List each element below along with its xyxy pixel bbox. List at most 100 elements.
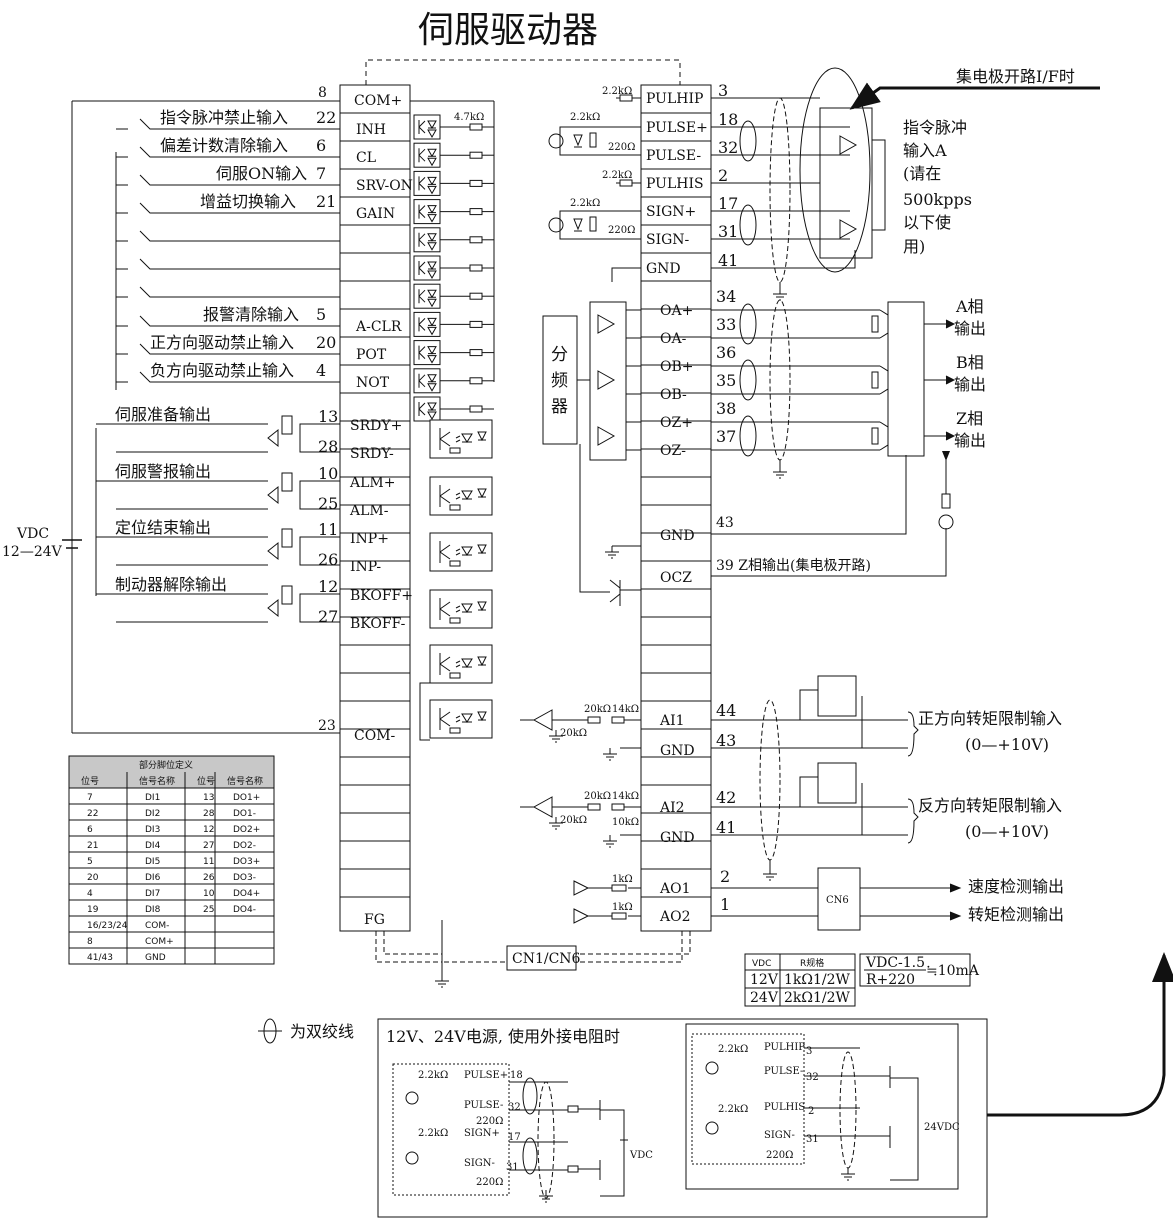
output-pin-a-2: 11	[318, 520, 338, 539]
inset1-vdc: VDC	[629, 1150, 653, 1161]
input-pin-inh: 22	[316, 108, 336, 127]
pulse-note-line-0: 指令脉冲	[903, 118, 967, 137]
left-outputs: SRDY+SRDY-1328伺服准备输出ALM+ALM-1025伺服警报输出IN…	[96, 405, 493, 741]
pin-table-cell-6-0: 4	[87, 889, 93, 899]
analog-gnd-pin-0: 43	[716, 731, 736, 750]
input-signal-pot: POT	[356, 347, 387, 363]
input-signal-srv-on: SRV-ON	[356, 178, 413, 194]
pulse-pin-5: 31	[718, 222, 738, 241]
encoder-pin-5: 37	[716, 427, 736, 446]
encoder-signal-oa-minusplus: OA+	[660, 303, 693, 319]
pin-table-cell-2-3: DO2+	[233, 825, 260, 835]
input-label-a-clr: 报警清除输入	[203, 305, 299, 324]
input-signal-gain: GAIN	[356, 206, 395, 222]
pin-table-cell-0-0: 7	[87, 793, 93, 803]
pulse-r-22k-2: 2.2kΩ	[570, 112, 600, 123]
encoder-pin-3: 35	[716, 371, 736, 390]
pulse-note-line-2: (请在	[903, 164, 941, 183]
pulse-note-line-3: 500kpps	[903, 190, 972, 209]
output-label-1: 伺服警报输出	[115, 462, 211, 481]
input-pin-srv-on: 7	[316, 164, 326, 183]
pulse-pin-1: 18	[718, 110, 738, 129]
r-table-h2: R规格	[800, 957, 824, 969]
analog-gnd-pin-1: 41	[716, 818, 736, 837]
pulse-r-220-2: 220Ω	[608, 225, 635, 236]
analog-range-0: (0—+10V)	[965, 735, 1049, 754]
pin-table-cell-8-1: COM-	[145, 921, 169, 931]
output-pin-b-3: 27	[318, 607, 338, 626]
analog-r14k-1: 14kΩ	[612, 791, 639, 802]
inset2-r220: 220Ω	[766, 1150, 793, 1161]
pulse-signal-3: PULHIS	[646, 176, 704, 192]
pin-table-cell-7-3: DO4-	[233, 905, 256, 915]
formula-top: VDC-1.5	[865, 955, 925, 971]
analog-signal-ai1: AI1	[659, 713, 685, 729]
pin-table-header-2: 位号	[197, 775, 215, 787]
ocz-label: 39 Z相输出(集电极开路)	[716, 557, 871, 574]
inset2-24vdc: 24VDC	[924, 1122, 960, 1133]
pin-table-cell-9-1: COM+	[145, 937, 174, 947]
pin-table-header-3: 信号名称	[227, 775, 263, 787]
output-label-2: 定位结束输出	[115, 518, 211, 537]
analog-r20k-a-1: 20kΩ	[584, 791, 611, 802]
ao-r1k-1: 1kΩ	[612, 902, 633, 913]
pin-table-cell-3-1: DI4	[145, 841, 161, 851]
left-connector-slots	[340, 112, 410, 898]
open-collector-note: 集电极开路I/F时	[956, 67, 1075, 86]
pin-gnd-43: 43	[716, 515, 734, 531]
pin-com-plus: 8	[318, 85, 327, 101]
cn6-box	[817, 867, 861, 931]
pin-table-cell-9-0: 8	[87, 937, 93, 947]
input-label-pot: 正方向驱动禁止输入	[150, 333, 294, 352]
pin-table-cell-3-2: 27	[203, 841, 214, 851]
input-label-not: 负方向驱动禁止输入	[150, 361, 294, 380]
vdc-range: 12—24V	[2, 544, 63, 560]
right-connector-slots	[641, 112, 711, 898]
cn1-cn6-box	[506, 945, 577, 971]
r-table-v-1: 24V	[750, 990, 779, 1006]
input-label-srv-on: 伺服ON输入	[216, 164, 307, 183]
pin-table-cell-3-0: 21	[87, 841, 98, 851]
pulse-note-line-1: 输入A	[903, 141, 947, 160]
output-pin-a-3: 12	[318, 577, 338, 596]
pulse-pin-2: 32	[718, 138, 738, 157]
divider-char-3: 器	[551, 397, 568, 417]
input-signal-a-clr: A-CLR	[355, 319, 402, 335]
inset2-sign-minus: SIGN-	[764, 1130, 795, 1141]
pin-table-cell-2-1: DI3	[145, 825, 160, 835]
pin-table-cell-4-2: 11	[203, 857, 214, 867]
pulse-signal-5: SIGN-	[646, 232, 690, 248]
external-note: 12V、24V电源, 使用外接电阻时	[386, 1027, 620, 1046]
pin-table-cell-1-0: 22	[87, 809, 98, 819]
encoder-signal-oz-minus: OZ-	[660, 443, 686, 459]
pulse-signal-0: PULHIP	[646, 91, 703, 107]
input-pin-pot: 20	[316, 333, 336, 352]
encoder-signal-ob-minusplus: OB+	[660, 359, 694, 375]
encoder-pin-1: 33	[716, 315, 736, 334]
pin-table-cell-10-0: 41/43	[87, 953, 113, 963]
output-signal-b-0: SRDY-	[350, 446, 394, 462]
cn6-label: CN6	[826, 895, 849, 906]
output-pin-b-2: 26	[318, 550, 338, 569]
input-pin-gain: 21	[316, 192, 336, 211]
twisted-pair-legend: 为双绞线	[290, 1022, 354, 1041]
input-pin-a-clr: 5	[316, 305, 326, 324]
output-signal-a-2: INP+	[350, 531, 389, 547]
signal-fg: FG	[364, 912, 385, 928]
pin-table-cell-0-3: DO1+	[233, 793, 260, 803]
input-signal-cl: CL	[356, 150, 376, 166]
right-connector-block	[640, 84, 712, 932]
pin-table-cell-2-2: 12	[203, 825, 214, 835]
signal-com-minus: COM-	[354, 728, 396, 744]
pin-table-cell-10-1: GND	[145, 953, 166, 963]
analog-label-0: 正方向转矩限制输入	[918, 709, 1062, 728]
output-pin-b-1: 25	[318, 494, 338, 513]
encoder-signal-ob-minus: OB-	[660, 387, 687, 403]
input-signal-inh: INH	[356, 122, 386, 138]
ao-pin-0: 2	[720, 867, 730, 886]
pin-table-cell-7-0: 19	[87, 905, 99, 915]
